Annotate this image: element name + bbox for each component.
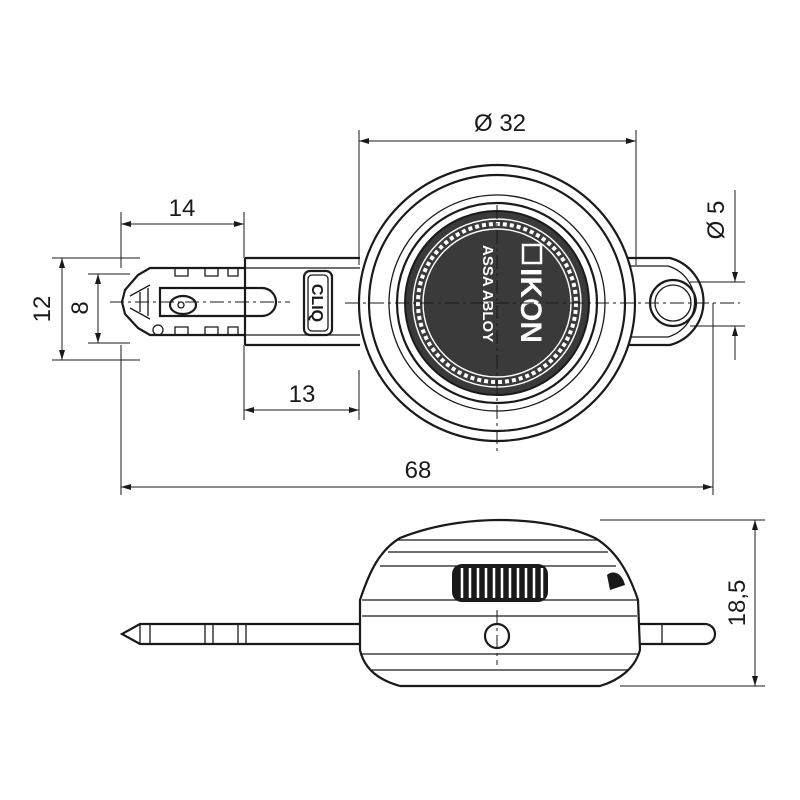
dim-diameter-body: Ø 32 [474, 110, 526, 137]
cliq-badge: CLIQ [302, 269, 334, 337]
dim-12: 12 [29, 296, 56, 323]
key-stem-inner [245, 267, 360, 336]
blade-notches [174, 268, 239, 335]
cliq-label: CLIQ [308, 284, 325, 322]
dim-18-5: 18,5 [724, 580, 751, 627]
dim-14: 14 [169, 195, 196, 222]
dim-diameter-hole: Ø 5 [703, 201, 730, 240]
dim-13: 13 [289, 381, 316, 408]
side-blade [119, 622, 363, 646]
ikon-logo-icon [521, 243, 543, 265]
side-notch [607, 572, 625, 590]
blade-slot [158, 286, 278, 318]
key-ring-loop [620, 256, 705, 347]
side-view: 18,5 [119, 518, 765, 688]
side-grip [452, 564, 548, 602]
side-blade-grooves [139, 624, 247, 644]
side-body [358, 518, 642, 688]
logo: IKON ASSA ABLOY [479, 243, 547, 343]
brand-label: IKON [514, 268, 547, 343]
key-ring-loop-inner [620, 265, 696, 338]
blade-pin-dot [177, 301, 185, 309]
dim-68: 68 [405, 457, 432, 484]
dim-8: 8 [67, 301, 94, 314]
side-body-low-band [362, 653, 638, 671]
blade-pin [168, 294, 198, 316]
side-ring-stem [632, 622, 717, 646]
blade-tip-detail [129, 284, 151, 320]
blade-small-circle [152, 324, 164, 336]
manufacturer-label: ASSA ABLOY [479, 245, 496, 342]
top-view: CLIQ IKON ASSA ABLOY Ø 32 [29, 110, 745, 495]
